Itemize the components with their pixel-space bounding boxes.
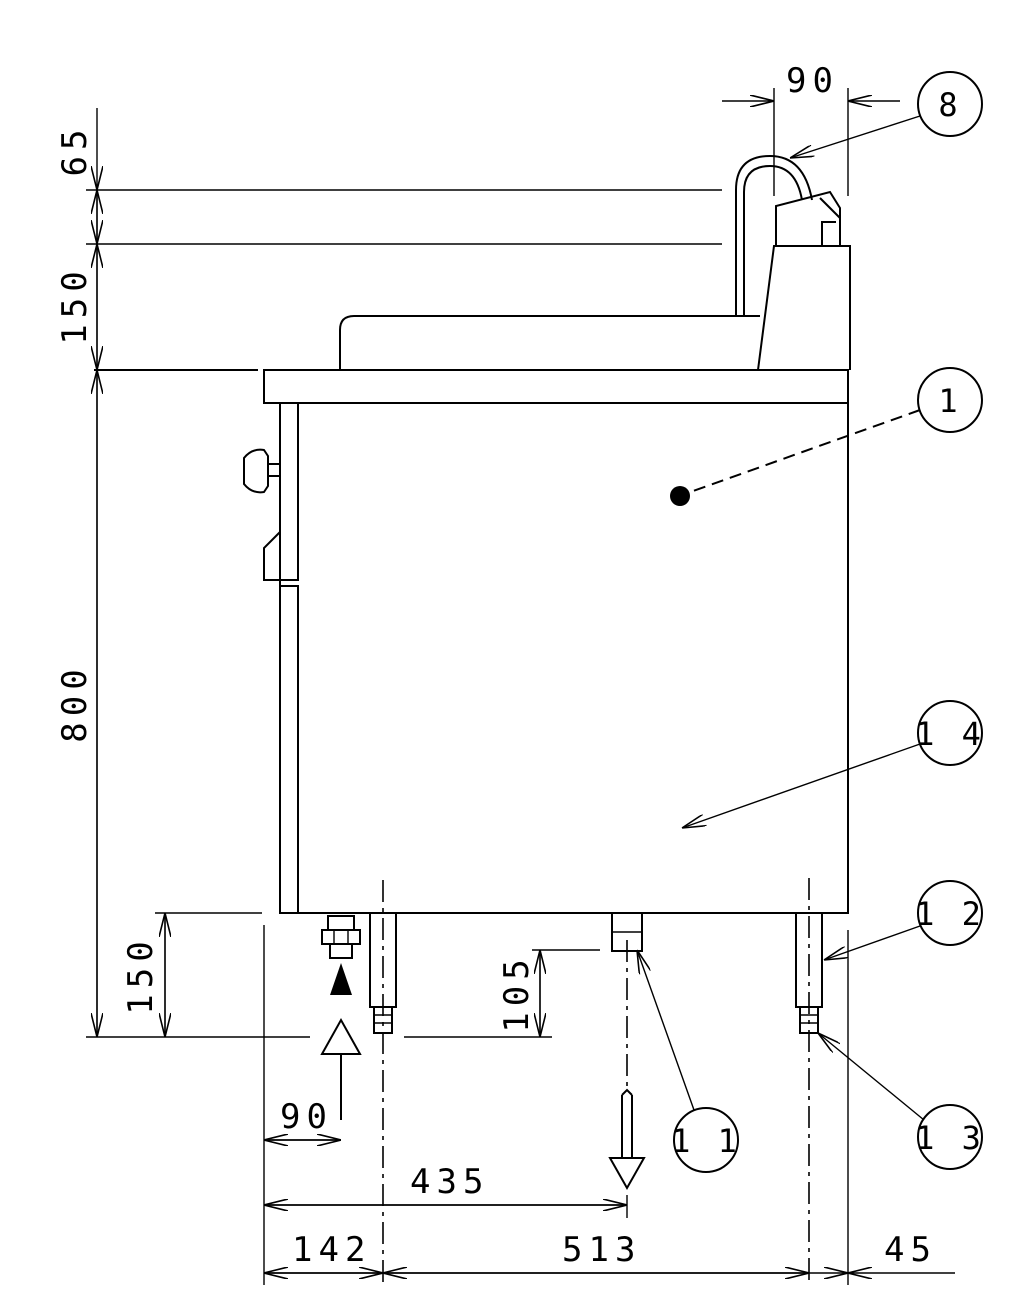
dim-435: 435 — [410, 1162, 489, 1202]
dim-45: 45 — [884, 1230, 937, 1270]
balloon-12: 1 2 — [915, 895, 985, 933]
dim-150-lower: 150 — [121, 935, 161, 1014]
drain-outlet-arrow — [608, 1088, 646, 1191]
dim-800: 800 — [55, 663, 95, 742]
extension-lines — [86, 88, 849, 1285]
balloon-14: 1 4 — [915, 715, 985, 753]
legs-and-pipes — [320, 912, 823, 1191]
balloon-13: 1 3 — [915, 1119, 985, 1157]
dim-142: 142 — [292, 1230, 371, 1270]
dimension-labels: 90 65 150 800 150 105 90 435 142 513 45 — [55, 61, 937, 1270]
unit-body — [94, 154, 851, 914]
water-inlet-fitting — [320, 915, 362, 1120]
dimension-lines — [97, 101, 955, 1273]
dim-150-upper: 150 — [55, 265, 95, 344]
dim-65: 65 — [55, 124, 95, 177]
dim-top-90: 90 — [786, 61, 839, 101]
balloon-11: 1 1 — [671, 1122, 741, 1160]
dim-inlet-90: 90 — [280, 1097, 333, 1137]
control-knob — [243, 448, 281, 494]
part-callouts: 8 1 1 4 1 2 1 3 1 1 — [637, 71, 985, 1173]
faucet — [735, 154, 813, 316]
dim-513: 513 — [562, 1230, 641, 1270]
balloon-1: 1 — [938, 382, 961, 420]
balloon-8: 8 — [938, 86, 961, 124]
dim-105: 105 — [497, 953, 537, 1032]
